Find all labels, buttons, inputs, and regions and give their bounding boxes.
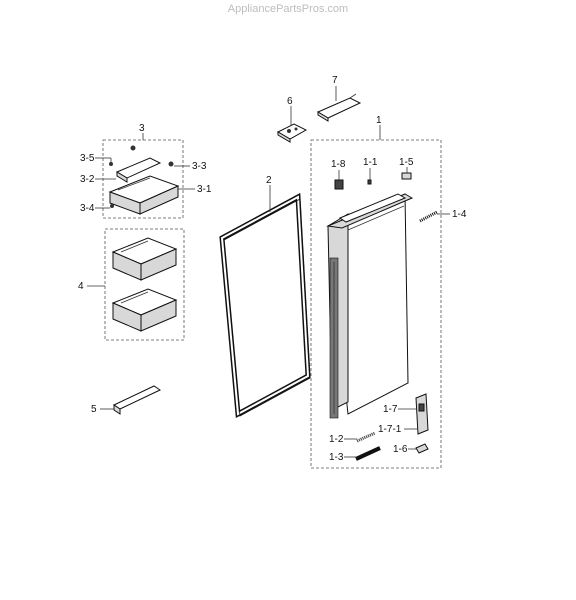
label-5: 5 [91,404,97,415]
label-6: 6 [287,96,293,107]
label-7: 7 [332,75,338,86]
part-4-door-bin-upper[interactable] [111,237,178,281]
part-4-door-bin-lower[interactable] [111,288,178,332]
watermark-text: AppliancePartsPros.com [227,3,349,15]
label-1-8: 1-8 [331,159,346,170]
label-2: 2 [266,175,272,186]
label-3-3: 3-3 [192,161,207,172]
part-1-5-cap[interactable] [401,172,412,180]
label-1-7-1: 1-7-1 [378,424,402,435]
part-1-8-hinge-cover[interactable] [334,179,344,190]
part-1-4-spring[interactable] [419,210,438,223]
label-1: 1 [376,115,382,126]
door-shelf-rail [329,257,339,419]
label-3-5: 3-5 [80,153,95,164]
label-3-1: 3-1 [197,184,212,195]
label-3-2: 3-2 [80,174,95,185]
label-3-4: 3-4 [80,203,95,214]
part-6-board[interactable] [276,123,308,143]
label-3: 3 [139,123,145,134]
group-1-frame [310,139,442,469]
part-3-3-cap[interactable] [168,161,174,167]
part-7-cover[interactable] [316,93,362,122]
part-2-door-gasket[interactable] [219,192,311,419]
label-1-7: 1-7 [383,404,398,415]
part-1-door-panel[interactable] [326,193,414,415]
part-3-bin-cover[interactable] [115,157,162,183]
label-1-6: 1-6 [393,444,408,455]
part-3-3-screw[interactable] [130,145,136,151]
part-1-2-strip[interactable] [356,431,376,443]
part-3-4-screw[interactable] [110,204,114,208]
label-1-3: 1-3 [329,452,344,463]
part-1-3-strip[interactable] [355,446,381,461]
part-3-5-clip[interactable] [109,162,113,166]
label-1-2: 1-2 [329,434,344,445]
label-4: 4 [78,281,84,292]
label-1-4: 1-4 [452,209,467,220]
part-3-1-bin[interactable] [108,175,180,215]
part-5-bar[interactable] [112,385,162,415]
part-1-1-screw[interactable] [367,179,372,185]
part-1-6-clip[interactable] [415,443,429,454]
label-1-5: 1-5 [399,157,414,168]
label-1-1: 1-1 [363,157,378,168]
part-1-7-hinge[interactable] [415,393,429,435]
